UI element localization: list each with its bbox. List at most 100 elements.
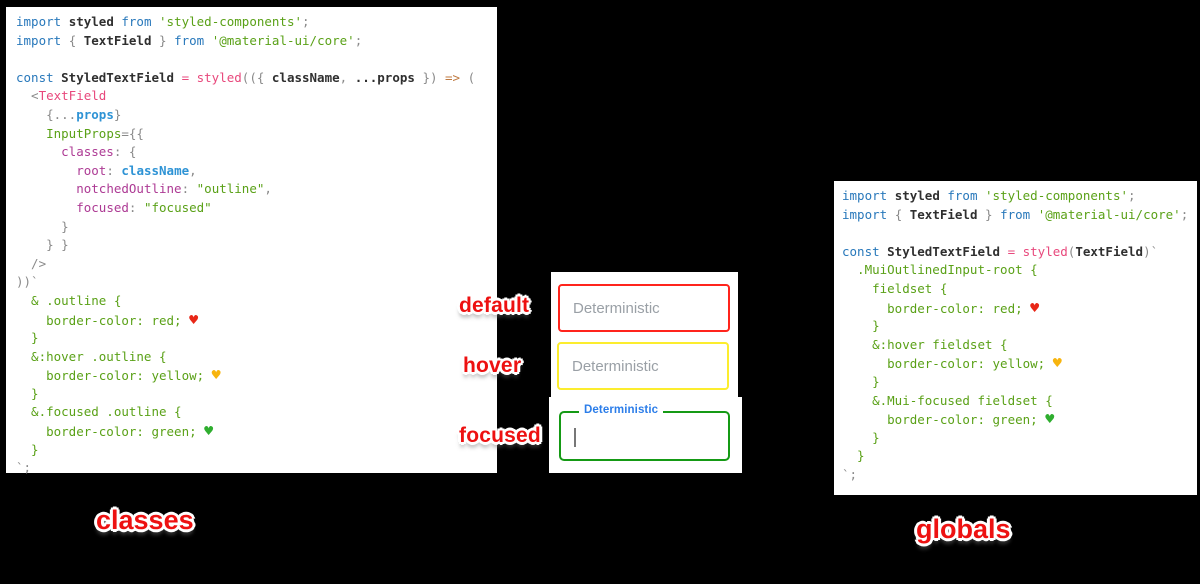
code-token: } (842, 448, 865, 464)
code-token: TextField (1075, 243, 1144, 259)
code-line (16, 50, 487, 69)
code-token: ( (460, 69, 476, 85)
code-block-classes: import styled from 'styled-components';i… (16, 13, 487, 478)
code-line: border-color: yellow; ♥ (842, 354, 1189, 373)
code-token: "focused" (143, 199, 212, 215)
code-token: } } (16, 237, 69, 253)
code-line: InputProps={{ (16, 125, 487, 144)
code-line: import styled from 'styled-components'; (842, 187, 1189, 206)
code-token: : (128, 199, 144, 215)
state-label-focused: focused (459, 424, 541, 447)
code-token: &.Mui-focused fieldset { (842, 392, 1053, 408)
code-token: &:hover .outline { (16, 348, 167, 364)
code-token: = styled (181, 69, 242, 85)
code-token: root (76, 162, 107, 178)
textfield-default[interactable] (558, 284, 730, 332)
code-token: const (16, 69, 62, 85)
textfield-default-input[interactable] (560, 286, 728, 330)
code-token: } (842, 429, 880, 445)
code-token: `; (842, 466, 858, 482)
code-block-globals: import styled from 'styled-components';i… (842, 187, 1189, 485)
code-token: border-color: red; (842, 300, 1031, 316)
code-token: } (16, 218, 69, 234)
code-line: } (16, 385, 487, 404)
code-token: focused (76, 199, 129, 215)
code-line: const StyledTextField = styled(({ classN… (16, 69, 487, 88)
code-token: 'styled-components' (159, 14, 303, 29)
textfield-hover[interactable] (557, 342, 729, 390)
code-token: , (339, 69, 355, 85)
code-token: TextField (909, 206, 986, 222)
code-token: .MuiOutlinedInput-root { (842, 262, 1038, 278)
code-line (842, 224, 1189, 243)
code-panel-globals: import styled from 'styled-components';i… (834, 181, 1197, 495)
code-token: ...props (354, 69, 415, 85)
heart-icon: ♥ (189, 310, 199, 329)
code-line: {...props} (16, 106, 487, 125)
code-token: : (181, 181, 197, 197)
code-line: &:hover .outline { (16, 348, 487, 367)
code-token: from (1000, 206, 1038, 222)
code-token: => (445, 69, 461, 85)
code-line: border-color: red; ♥ (842, 299, 1189, 318)
code-token: /> (16, 255, 47, 271)
code-line: .MuiOutlinedInput-root { (842, 261, 1189, 280)
code-token: ; (1180, 206, 1189, 222)
code-line: focused: "focused" (16, 199, 487, 218)
textfield-hover-input[interactable] (559, 344, 727, 388)
code-token: } (985, 206, 1001, 222)
code-line: } (16, 441, 487, 460)
code-line: } (16, 218, 487, 237)
code-token: import (842, 206, 895, 222)
code-token: border-color: yellow; (16, 368, 212, 384)
code-token (16, 144, 61, 159)
caption-classes: classes (96, 505, 194, 535)
textfield-demo-panel (551, 272, 738, 397)
code-line: } (842, 447, 1189, 466)
code-token: } (159, 32, 175, 48)
code-token: } (113, 106, 122, 122)
code-line: root: className, (16, 162, 487, 181)
code-token: classes (61, 144, 114, 160)
code-token: styled (894, 188, 948, 203)
heart-icon: ♥ (1030, 298, 1040, 317)
code-token (16, 126, 46, 141)
code-line: & .outline { (16, 292, 487, 311)
code-token: ; (302, 14, 310, 29)
code-token: "outline" (196, 181, 265, 197)
textfield-focused-input[interactable] (561, 413, 728, 459)
code-token: { (68, 32, 84, 48)
code-token: `; (16, 460, 32, 476)
code-line: classes: { (16, 143, 487, 162)
code-token: {... (16, 106, 77, 122)
code-line: import { TextField } from '@material-ui/… (16, 32, 487, 51)
code-token: &:hover fieldset { (842, 336, 1008, 352)
code-token: } (16, 385, 39, 401)
code-token: ; (354, 32, 363, 48)
code-line: &.focused .outline { (16, 403, 487, 422)
code-token: StyledTextField (887, 243, 1008, 259)
code-line: &.Mui-focused fieldset { (842, 392, 1189, 411)
code-token: }) (414, 69, 446, 85)
code-token: , (264, 181, 272, 197)
heart-icon: ♥ (211, 366, 221, 385)
code-line: } (842, 373, 1189, 392)
code-token: styled (68, 14, 122, 29)
code-token: &.focused .outline { (16, 404, 182, 420)
code-token: border-color: green; (16, 424, 205, 440)
code-token: from (947, 188, 986, 203)
code-token: & .outline { (16, 292, 122, 308)
textfield-focused[interactable]: Deterministic (559, 404, 730, 461)
code-token: : (106, 162, 122, 178)
heart-icon: ♥ (204, 422, 214, 441)
code-line: border-color: green; ♥ (842, 410, 1189, 429)
code-line: border-color: green; ♥ (16, 422, 487, 441)
code-token: InputProps (46, 125, 122, 141)
code-token: ; (1128, 188, 1136, 203)
code-token: notchedOutline (76, 181, 182, 197)
code-token: , (189, 162, 197, 178)
code-token: 'styled-components' (985, 188, 1129, 203)
code-line: fieldset { (842, 280, 1189, 299)
code-token: StyledTextField (61, 69, 182, 85)
